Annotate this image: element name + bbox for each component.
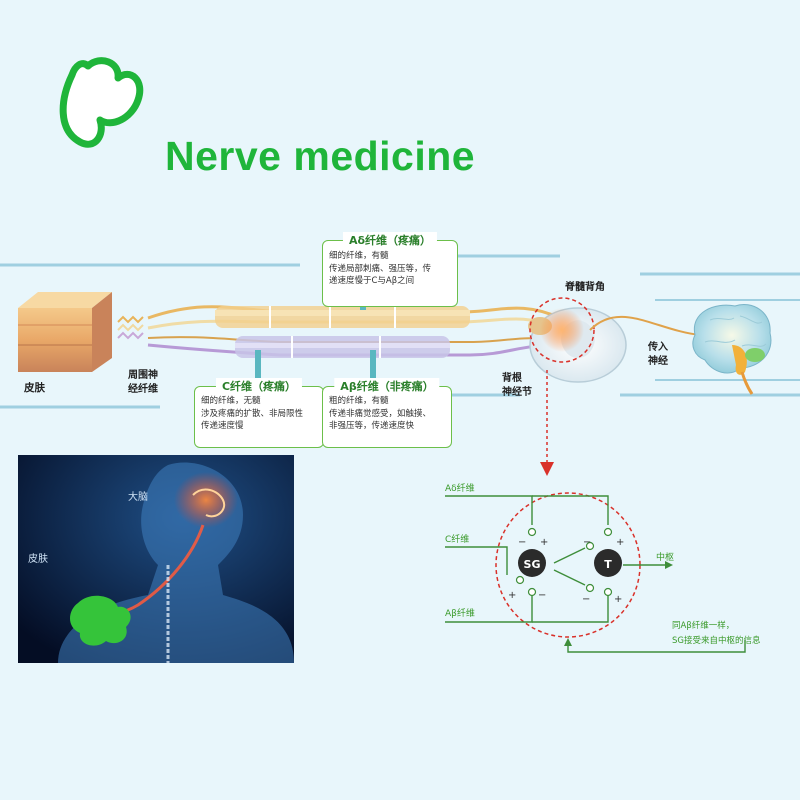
polarity-signs: − + − + + − − + bbox=[508, 537, 624, 605]
info-box-a-delta: Aδ纤维（疼痛） 细的纤维，有髓 传递局部刺痛、强压等，传 递速度慢于C与Aβ之… bbox=[322, 232, 458, 307]
svg-text:+: + bbox=[616, 537, 624, 548]
info-box-a-beta-line-3: 非强压等，传递速度快 bbox=[329, 421, 415, 431]
info-box-a-delta-line-3: 递速度慢于C与Aβ之间 bbox=[329, 276, 415, 286]
svg-text:+: + bbox=[508, 590, 516, 601]
info-box-c-line-3: 传递速度慢 bbox=[201, 421, 244, 431]
info-box-a-beta-line-1: 粗的纤维，有髓 bbox=[329, 396, 389, 406]
anatomy-photo: 大脑 皮肤 bbox=[18, 455, 294, 663]
svg-text:−: − bbox=[582, 594, 590, 605]
info-box-a-delta-line-2: 传递局部刺痛、强压等，传 bbox=[329, 263, 432, 274]
sg-label: SG bbox=[524, 558, 541, 571]
band-lines bbox=[0, 254, 800, 409]
brain-label: 大脑 bbox=[128, 492, 148, 503]
center-label: 中枢 bbox=[656, 551, 674, 563]
t-label: T bbox=[604, 558, 612, 571]
leaf-logo-icon bbox=[59, 57, 144, 148]
info-box-a-beta-header: Aβ纤维（非疼痛） bbox=[334, 378, 440, 394]
afferent-pathway bbox=[589, 315, 701, 336]
sg-node bbox=[518, 549, 546, 577]
gate-control-circuit bbox=[445, 492, 746, 653]
circuit-note-2: SG接受来自中枢的信息 bbox=[672, 635, 761, 646]
peripheral-label-1: 周围神 bbox=[128, 368, 158, 381]
page-title: Nerve medicine bbox=[165, 133, 476, 179]
afferent-label-1: 传入 bbox=[647, 340, 668, 353]
brain-illustration bbox=[692, 304, 772, 395]
dorsal-root-label-2: 神经节 bbox=[502, 385, 532, 398]
t-node bbox=[594, 549, 622, 577]
skin-label: 皮肤 bbox=[23, 381, 45, 394]
info-box-c-line-2: 涉及疼痛的扩散、非局限性 bbox=[201, 408, 304, 419]
info-box-a-beta-line-2: 传递非痛觉感受，如触摸、 bbox=[329, 408, 432, 419]
svg-text:+: + bbox=[540, 537, 548, 548]
myelinated-fiber-bundle bbox=[215, 306, 470, 328]
info-box-a-delta-line-1: 细的纤维，有髓 bbox=[329, 251, 389, 261]
svg-text:−: − bbox=[583, 537, 591, 548]
circuit-ad-label: Aδ纤维 bbox=[445, 482, 475, 494]
peripheral-label-2: 经纤维 bbox=[128, 382, 158, 395]
unmyelinated-fiber-bundle bbox=[235, 336, 450, 358]
info-box-a-beta: Aβ纤维（非疼痛） 粗的纤维，有髓 传递非痛觉感受，如触摸、 非强压等，传递速度… bbox=[322, 378, 452, 448]
dorsal-horn-label: 脊髓背角 bbox=[564, 280, 605, 293]
skin-block bbox=[18, 292, 112, 372]
circuit-ab-label: Aβ纤维 bbox=[445, 607, 475, 619]
svg-text:+: + bbox=[614, 594, 622, 605]
nerve-endings bbox=[117, 315, 144, 340]
afferent-label-2: 神经 bbox=[648, 354, 668, 367]
info-box-c: C纤维（疼痛） 细的纤维，无髓 涉及疼痛的扩散、非局限性 传递速度慢 bbox=[194, 378, 324, 448]
dorsal-root-label-1: 背根 bbox=[502, 371, 522, 384]
pointer-arrow bbox=[540, 370, 554, 476]
info-box-a-delta-header: Aδ纤维（疼痛） bbox=[342, 232, 438, 248]
photo-skin-label: 皮肤 bbox=[28, 554, 48, 565]
spinal-cord bbox=[528, 297, 627, 383]
svg-text:−: − bbox=[518, 537, 526, 548]
circuit-c-label: C纤维 bbox=[445, 533, 469, 545]
info-box-c-header: C纤维（疼痛） bbox=[215, 378, 303, 394]
svg-text:−: − bbox=[538, 590, 546, 601]
anatomy-illustration bbox=[18, 455, 294, 663]
circuit-note-1: 同Aβ纤维一样， bbox=[672, 620, 734, 631]
info-box-c-line-1: 细的纤维，无髓 bbox=[201, 396, 261, 406]
